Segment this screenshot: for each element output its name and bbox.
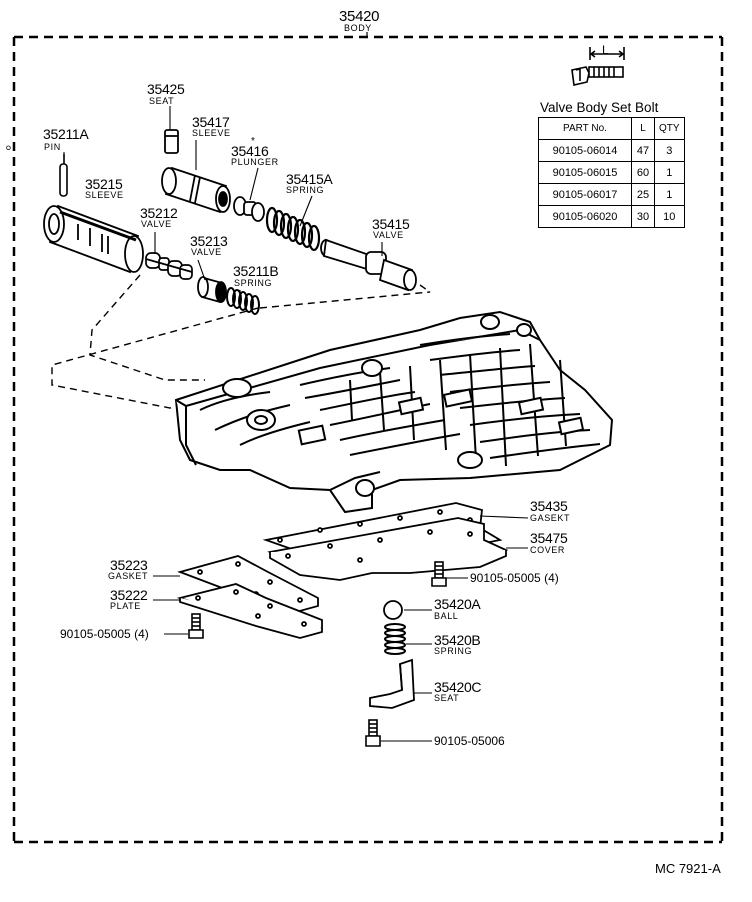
assembly-frame: [12, 35, 724, 844]
valve-35212-icon: [145, 252, 193, 280]
part-35420a-number: 35420A: [434, 596, 481, 612]
seat-bolt-label: 90105-05006: [434, 734, 505, 748]
bolt-table-cell: 1: [654, 161, 685, 184]
bolt-table-row: 90105-06014 47 3: [538, 139, 685, 162]
bolt-table-row: 90105-06015 60 1: [538, 161, 685, 184]
bolt-table-cell: 10: [654, 205, 685, 228]
set-bolt-icon: [571, 47, 625, 86]
part-35211b-number: 35211B: [233, 263, 279, 279]
bolt-table-header-qty: QTY: [654, 117, 685, 140]
part-35213-name: VALVE: [191, 247, 222, 257]
part-35211b-name: SPRING: [234, 278, 273, 288]
plate-bolt-label: 90105-05005 (4): [60, 627, 149, 641]
bolt-table-cell: 30: [631, 205, 655, 228]
part-35416-name: PLUNGER: [231, 157, 279, 167]
bolt-table-cell: 90105-06015: [538, 161, 632, 184]
part-35417-name: SLEEVE: [192, 128, 231, 138]
bolt-table-cell: 47: [631, 139, 655, 162]
part-35415-number: 35415: [372, 216, 410, 232]
bolt-table-cell: 90105-06020: [538, 205, 632, 228]
plunger-35416-icon: [233, 196, 265, 222]
part-35223-number: 35223: [110, 557, 148, 573]
bolt-table-cell: 1: [654, 183, 685, 206]
bolt-table-header-length: L: [631, 117, 655, 140]
part-35417-number: 35417: [192, 114, 230, 130]
part-35211a-name: PIN: [44, 142, 61, 152]
bolt-table-header-part-no: PART No.: [538, 117, 632, 140]
spring-35211b-icon: [226, 287, 260, 315]
sleeve-35215-icon: [43, 204, 144, 274]
part-35222-number: 35222: [110, 587, 148, 603]
bolt-table-cell: 90105-06014: [538, 139, 632, 162]
part-35475-number: 35475: [530, 530, 568, 546]
bolt-table-title: Valve Body Set Bolt: [540, 100, 659, 115]
valve-body-casting-icon: [174, 310, 614, 514]
spring-35415a-icon: [265, 206, 321, 252]
part-35415a-number: 35415A: [286, 171, 333, 187]
bolt-seat-icon: [365, 719, 381, 747]
pin-35211a-icon: [59, 154, 68, 197]
part-35212-name: VALVE: [141, 219, 172, 229]
part-35475-name: COVER: [530, 545, 566, 555]
part-35420c-name: SEAT: [434, 693, 460, 703]
bolt-table-cell: 90105-06017: [538, 183, 632, 206]
assembly-number: 35420: [339, 8, 380, 25]
bolt-table-header-row: PART No. L QTY: [538, 117, 685, 140]
bolt-table-cell: 3: [654, 139, 685, 162]
valve-35213-icon: [197, 276, 227, 304]
assembly-name: BODY: [344, 23, 372, 33]
bolt-table-row: 90105-06020 30 10: [538, 205, 685, 228]
part-35420a-name: BALL: [434, 611, 459, 621]
part-35420b-name: SPRING: [434, 646, 473, 656]
part-35425-name: SEAT: [149, 96, 175, 106]
bolt-dimension-label: L: [602, 43, 609, 57]
part-35416-mark: *: [251, 136, 256, 147]
part-35211a-number: 35211A: [43, 126, 89, 142]
cover-35475-icon: [267, 517, 509, 581]
part-35222-name: PLATE: [110, 601, 141, 611]
bolt-table: PART No. L QTY 90105-06014 47 3 90105-06…: [538, 117, 685, 228]
spring-35420b-icon: [384, 623, 406, 655]
bolt-table-row: 90105-06017 25 1: [538, 183, 685, 206]
part-35416-number: 35416: [231, 143, 269, 159]
sleeve-35417-icon: [161, 166, 231, 214]
valve-35415-icon: [320, 238, 417, 292]
part-35435-name: GASEKT: [530, 513, 571, 523]
bolt-plate-icon: [188, 613, 204, 639]
part-35213-number: 35213: [190, 233, 228, 249]
seat-35420c-icon: [369, 658, 415, 709]
part-35435-number: 35435: [530, 498, 568, 514]
part-35223-name: GASKET: [108, 571, 149, 581]
part-35420c-number: 35420C: [434, 679, 482, 695]
part-35415-name: VALVE: [373, 230, 404, 240]
part-35425-number: 35425: [147, 81, 185, 97]
bolt-table-cell: 25: [631, 183, 655, 206]
bolt-cover-icon: [431, 561, 447, 587]
part-35420b-number: 35420B: [434, 632, 481, 648]
part-35215-number: 35215: [85, 176, 123, 192]
ball-35420a-icon: [383, 600, 403, 620]
part-35215-name: SLEEVE: [85, 190, 124, 200]
cover-bolt-label: 90105-05005 (4): [470, 571, 559, 585]
leader-lines: [63, 106, 529, 742]
plate-35222-icon: [176, 583, 323, 639]
bolt-table-cell: 60: [631, 161, 655, 184]
part-35415a-name: SPRING: [286, 185, 325, 195]
seat-35425-icon: [164, 129, 179, 154]
svg-text:⸰: ⸰: [5, 141, 12, 155]
part-35212-number: 35212: [140, 205, 178, 221]
drawing-code: MC 7921-A: [655, 861, 721, 876]
